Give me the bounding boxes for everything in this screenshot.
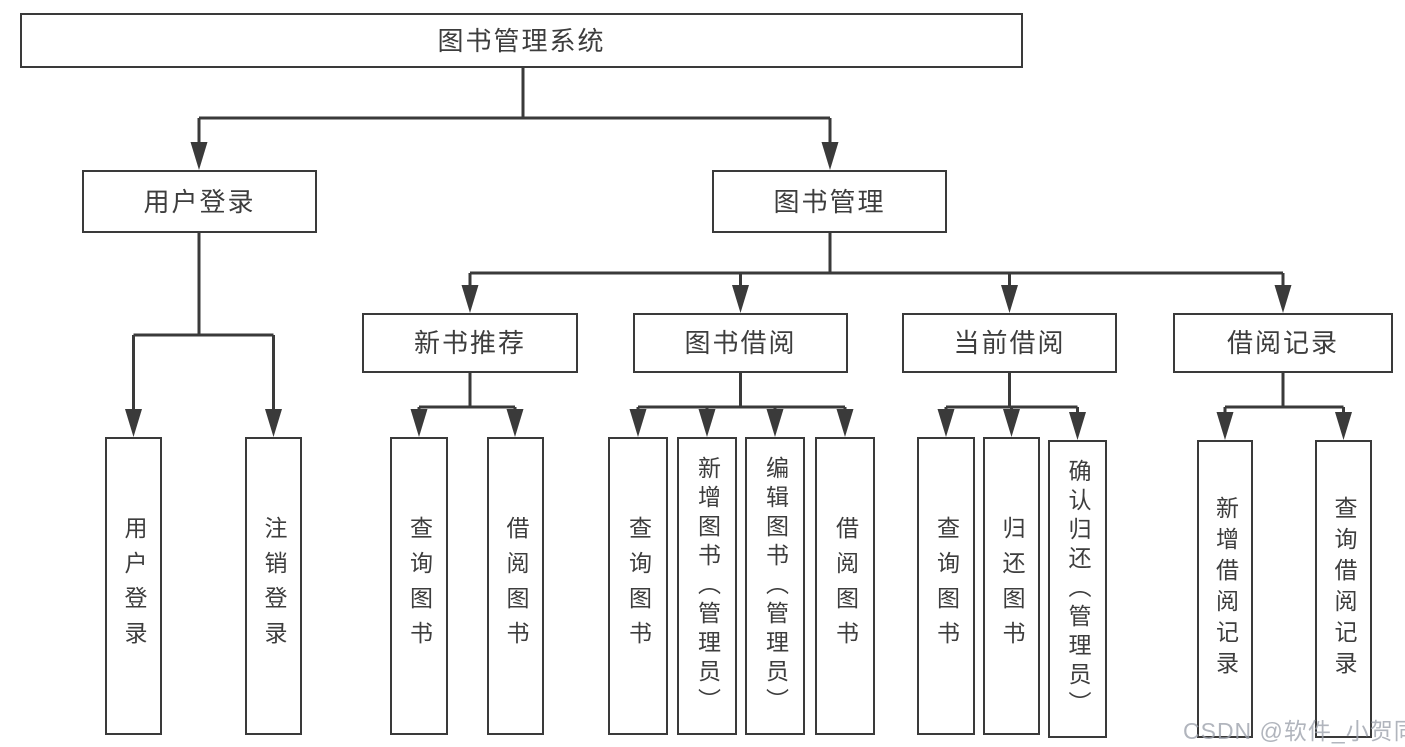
leaf-user-login: 用户登录 (105, 437, 162, 735)
leaf-recommend-borrow-book: 借阅图书 (487, 437, 544, 735)
leaf-logout: 注销登录 (245, 437, 302, 735)
node-user-login: 用户登录 (82, 170, 317, 233)
leaf-current-query-book: 查询图书 (917, 437, 975, 735)
leaf-edit-book-admin: 编辑图书（管理员） (745, 437, 805, 735)
node-borrow-records: 借阅记录 (1173, 313, 1393, 373)
leaf-borrow-book: 借阅图书 (815, 437, 875, 735)
node-library-management-system: 图书管理系统 (20, 13, 1023, 68)
leaf-confirm-return-admin: 确认归还（管理员） (1048, 440, 1107, 738)
node-book-borrow: 图书借阅 (633, 313, 848, 373)
leaf-recommend-query-book: 查询图书 (390, 437, 448, 735)
leaf-borrow-query-book: 查询图书 (608, 437, 668, 735)
node-current-borrow: 当前借阅 (902, 313, 1117, 373)
leaf-add-book-admin: 新增图书（管理员） (677, 437, 737, 735)
node-new-book-recommend: 新书推荐 (362, 313, 578, 373)
node-book-management: 图书管理 (712, 170, 947, 233)
leaf-return-book: 归还图书 (983, 437, 1040, 735)
leaf-add-borrow-record: 新增借阅记录 (1197, 440, 1253, 738)
leaf-query-borrow-record: 查询借阅记录 (1315, 440, 1372, 738)
csdn-watermark: CSDN @软件_小贺同学 (1183, 718, 1405, 744)
